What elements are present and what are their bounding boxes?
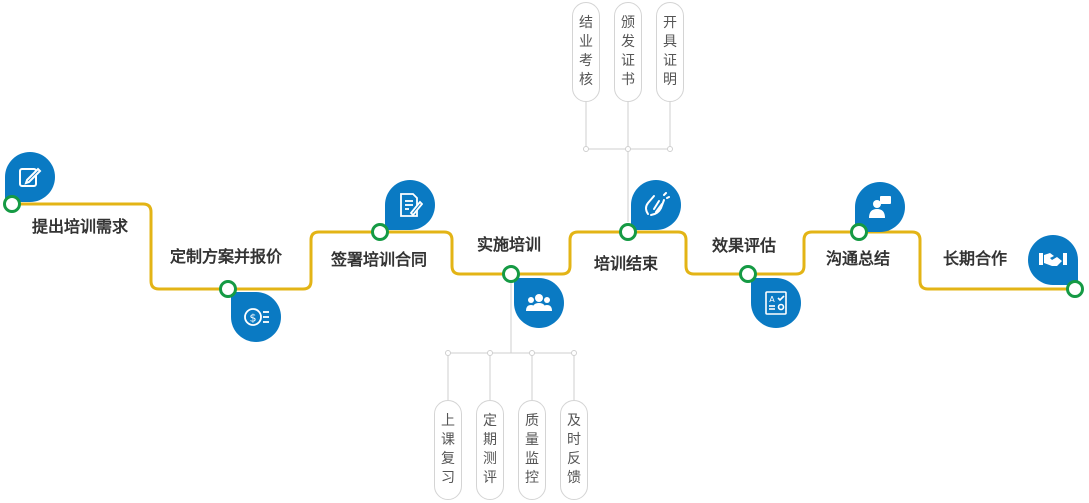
branch-item-text: 及 时 反 馈 [567,413,581,486]
step-label: 定制方案并报价 [170,247,283,266]
branch-item-text: 质 量 监 控 [525,413,539,486]
money-icon: $ [231,292,281,342]
top-branch-item: 颁 发 证 书 [614,2,642,102]
svg-text:$: $ [250,312,257,325]
bottom-branch-item: 定 期 测 评 [476,400,504,500]
top-branch-item: 开 具 证 明 [656,2,684,102]
step-label: 实施培训 [477,235,542,254]
contract-icon [385,180,435,230]
group-icon [514,278,564,328]
step-node [739,265,757,283]
evaluation-icon: A [751,278,801,328]
handshake-icon [1028,235,1078,285]
bottom-branch-item: 上 课 复 习 [434,400,462,500]
clapping-icon [631,180,681,230]
bottom-branch-item: 质 量 监 控 [518,400,546,500]
svg-text:A: A [769,295,775,304]
branch-item-text: 颁 发 证 书 [621,15,635,88]
main-track-line [12,202,1075,291]
branch-item-text: 结 业 考 核 [579,15,593,88]
step-label: 沟通总结 [826,249,891,268]
step-node [502,265,520,283]
top-branch-lines [583,102,673,222]
step-node [3,195,21,213]
step-node [1066,280,1084,298]
step-node [850,223,868,241]
step-label: 培训结束 [594,254,659,273]
step-label: 提出培训需求 [32,217,129,236]
step-label: 长期合作 [943,249,1008,268]
edit-icon [5,152,55,202]
branch-item-text: 上 课 复 习 [441,413,455,486]
step-node [619,223,637,241]
bottom-branch-item: 及 时 反 馈 [560,400,588,500]
step-node [219,280,237,298]
top-branch-item: 结 业 考 核 [572,2,600,102]
branch-item-text: 开 具 证 明 [663,15,677,88]
step-label: 签署培训合同 [331,250,428,269]
step-label: 效果评估 [712,236,777,255]
bottom-branch-lines [445,282,577,400]
branch-item-text: 定 期 测 评 [483,413,497,486]
step-node [371,223,389,241]
